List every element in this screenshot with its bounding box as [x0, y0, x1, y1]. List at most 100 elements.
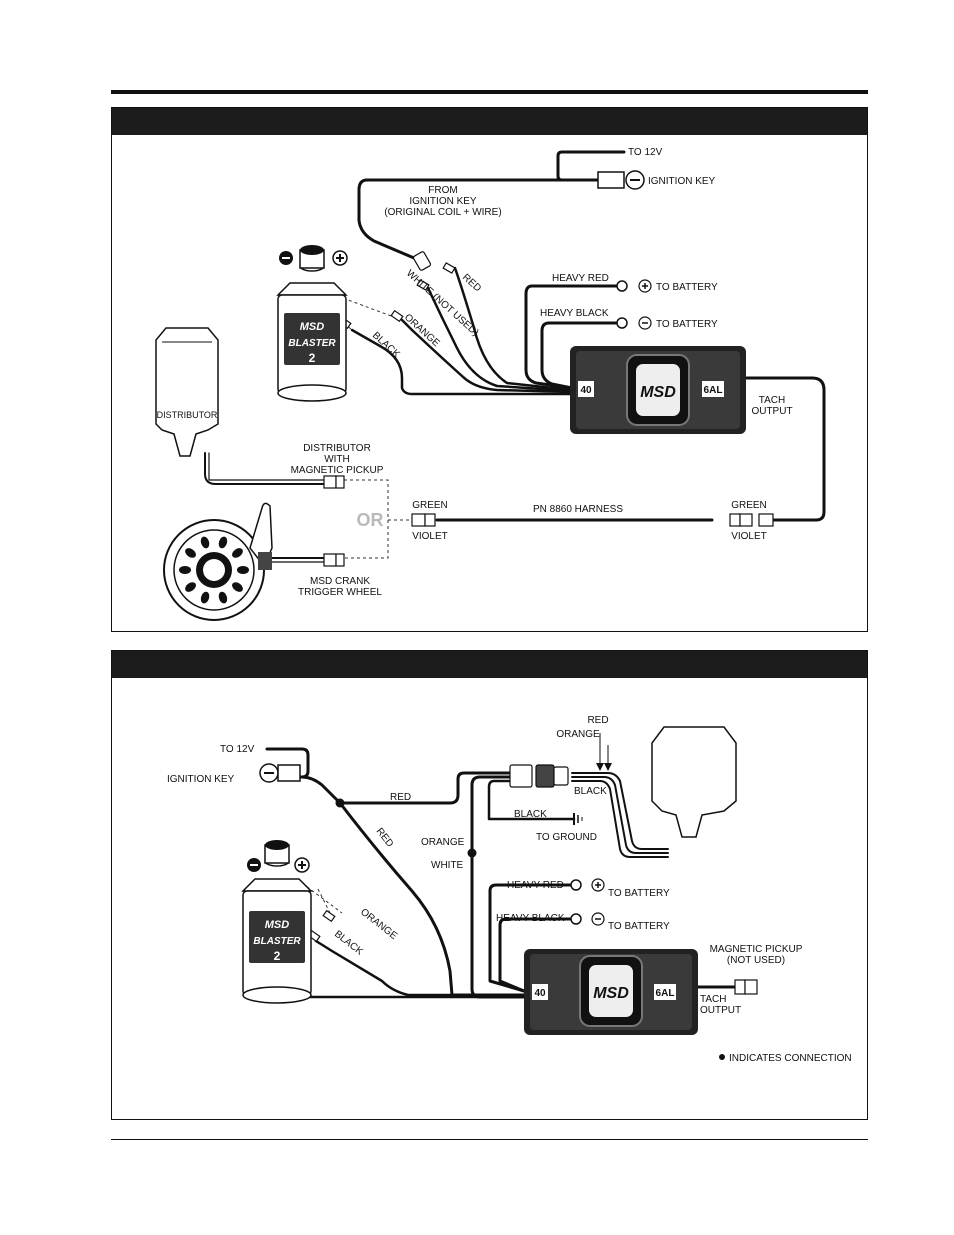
wheel-hole: [218, 536, 228, 549]
battery-terminals: [570, 878, 605, 926]
label-or: OR: [357, 510, 384, 530]
wire-dist-orange: [571, 776, 669, 854]
label-violet-left: VIOLET: [412, 531, 448, 542]
label-to-battery-negative: TO BATTERY: [656, 319, 718, 330]
svg-text:2: 2: [309, 351, 316, 365]
label-heavy-red: HEAVY RED: [507, 880, 564, 891]
diagram-panel-magnetic-pickup: MSD 40 6AL MSD BLASTER 2: [111, 107, 868, 632]
panel-header-bar: [112, 108, 867, 135]
label-black-ground: BLACK: [514, 809, 547, 820]
trigger-wheel-holes: [179, 536, 249, 604]
wire-black-ground: [487, 779, 576, 821]
label-original-coil-wire: (ORIGINAL COIL + WIRE): [384, 207, 501, 218]
svg-text:BLASTER: BLASTER: [253, 936, 301, 947]
label-magnetic-pickup: MAGNETIC PICKUP: [710, 944, 803, 955]
label-ignition-key: IGNITION KEY: [648, 176, 716, 187]
wiring-diagram-1: MSD 40 6AL MSD BLASTER 2: [155, 147, 826, 621]
label-orange: ORANGE: [421, 837, 465, 848]
connection-dot: [335, 798, 345, 808]
diagram-panel-points-distributor: MSD 40 6AL MSD BLASTER 2 TO 12V IGNITION…: [111, 650, 868, 1120]
distributor-icon: [155, 327, 219, 457]
or-bracket: [344, 479, 412, 559]
connection-dot: [467, 848, 477, 858]
label-tach: TACH: [759, 395, 785, 406]
label-ignition-key-2: IGNITION KEY: [409, 196, 477, 207]
wire-heavy-black: [498, 917, 572, 993]
label-orange: ORANGE: [402, 312, 442, 349]
label-red-distributor: RED: [587, 715, 608, 726]
label-white: WHITE: [431, 860, 464, 871]
label-with: WITH: [324, 454, 350, 465]
label-to-battery-positive: TO BATTERY: [608, 888, 670, 899]
wire-heavy-black: [540, 321, 618, 390]
svg-text:MSD: MSD: [300, 321, 325, 333]
msd-logo: MSD: [593, 985, 629, 1002]
wire-dist-black: [571, 780, 669, 858]
label-msd-crank: MSD CRANK: [310, 576, 370, 587]
label-coil-orange: ORANGE: [358, 907, 399, 943]
label-from: FROM: [428, 185, 457, 196]
crank-trigger-wheel-icon: [163, 502, 273, 621]
label-orange-distributor: ORANGE: [556, 729, 600, 740]
top-rule: [111, 90, 868, 94]
label-heavy-black: HEAVY BLACK: [540, 308, 609, 319]
label-black: BLACK: [370, 330, 402, 360]
wires: [204, 150, 826, 563]
label-to-12v: TO 12V: [628, 147, 663, 158]
wheel-hole: [232, 582, 243, 592]
ignition-key-icon: [259, 763, 301, 783]
wire-tach-output: [742, 376, 826, 522]
ignition-coil-blaster-2: MSD BLASTER 2: [241, 840, 313, 1004]
label-to-12v: TO 12V: [220, 744, 255, 755]
wires: [265, 747, 746, 999]
svg-text:BLASTER: BLASTER: [288, 338, 336, 349]
battery-terminals: [616, 279, 652, 330]
bottom-rule: [111, 1139, 868, 1140]
wheel-hole: [185, 548, 196, 558]
label-distributor-2: DISTRIBUTOR: [303, 443, 371, 454]
wire-coil-orange: [314, 939, 526, 997]
label-green-left: GREEN: [412, 500, 448, 511]
label-distributor: DISTRIBUTOR: [157, 410, 218, 420]
wire-from-key: [357, 178, 602, 260]
label-trigger-wheel: TRIGGER WHEEL: [298, 587, 382, 598]
msd-logo: MSD: [640, 384, 676, 401]
ignition-key-icon: [597, 170, 645, 190]
svg-text:6AL: 6AL: [704, 385, 723, 396]
wheel-hole: [218, 591, 228, 604]
label-red-diagonal: RED: [374, 826, 396, 849]
svg-text:MSD: MSD: [265, 919, 290, 931]
ignition-coil-blaster-2: MSD BLASTER 2: [276, 245, 348, 402]
label-indicates-connection: INDICATES CONNECTION: [729, 1053, 852, 1064]
label-output: OUTPUT: [751, 406, 792, 417]
label-heavy-black: HEAVY BLACK: [496, 913, 565, 924]
connectors: [307, 764, 758, 995]
msd-6al-ignition-box: MSD 40 6AL: [524, 949, 698, 1035]
wheel-hole: [232, 548, 243, 558]
wire-dist-red: [571, 772, 669, 850]
panel-header-bar: [112, 651, 867, 678]
label-not-used: (NOT USED): [727, 955, 785, 966]
wire-distributor-pickup: [204, 452, 325, 485]
svg-text:40: 40: [580, 385, 592, 396]
legend-dot: [719, 1054, 725, 1060]
wire-red-top: [338, 771, 512, 805]
label-red-top: RED: [390, 792, 411, 803]
connectors: [323, 251, 774, 567]
label-ignition-key: IGNITION KEY: [167, 774, 235, 785]
label-violet-right: VIOLET: [731, 531, 767, 542]
svg-text:40: 40: [534, 988, 546, 999]
wheel-hole: [200, 591, 210, 604]
wire-red-diag: [338, 801, 526, 997]
label-to-battery-positive: TO BATTERY: [656, 282, 718, 293]
label-magnetic-pickup: MAGNETIC PICKUP: [291, 465, 384, 476]
svg-text:2: 2: [274, 949, 281, 963]
label-to-battery-negative: TO BATTERY: [608, 921, 670, 932]
label-to-ground: TO GROUND: [536, 832, 597, 843]
wheel-hole: [237, 566, 249, 574]
label-pn-8860-harness: PN 8860 HARNESS: [533, 504, 623, 515]
wire-black: [350, 328, 574, 396]
wheel-hole: [200, 536, 210, 549]
wire-red: [453, 266, 574, 392]
wiring-diagram-2: MSD 40 6AL MSD BLASTER 2 TO 12V IGNITION…: [167, 715, 852, 1064]
